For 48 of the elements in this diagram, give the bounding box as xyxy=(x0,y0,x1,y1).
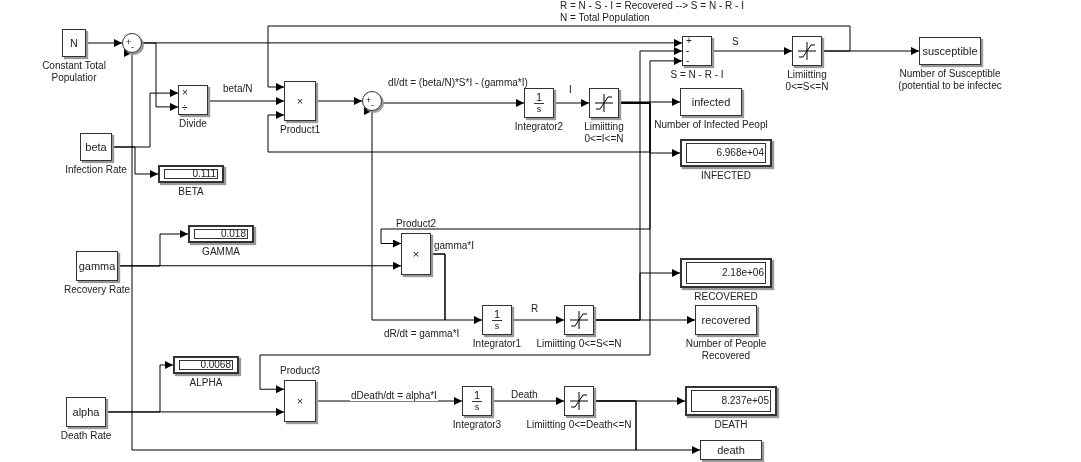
signal-line xyxy=(85,39,123,47)
display-value: 6.968e+04 xyxy=(686,143,766,163)
block-caption: Number of Infected Peopl xyxy=(654,119,768,131)
display-value: 2.18e+06 xyxy=(686,262,766,284)
block-caption: Number of People Recovered xyxy=(684,338,768,362)
block-caption: Constant Total Populatior xyxy=(41,60,107,84)
block-caption: Death Rate xyxy=(60,430,112,442)
block-text: recovered xyxy=(700,313,752,328)
sign-text: - xyxy=(686,56,690,66)
simulink-block xyxy=(66,397,106,427)
display-value: 8.237e+05 xyxy=(691,390,771,412)
simulink-block xyxy=(76,251,118,281)
simulink-block xyxy=(695,305,757,335)
sum-block xyxy=(122,33,142,53)
display-block xyxy=(680,139,772,167)
block-text: alpha xyxy=(71,405,101,420)
block-caption: INFECTED xyxy=(701,170,751,182)
signal-line xyxy=(821,47,920,55)
block-text: infected xyxy=(690,95,732,110)
annotation-text: R = N - S - I = Recovered --> S = N - R - I xyxy=(560,0,744,11)
block-caption: DEATH xyxy=(714,419,748,431)
display-block xyxy=(685,386,777,416)
block-caption: S = N - R - I xyxy=(670,69,724,81)
signal-line xyxy=(141,38,683,47)
annotation-text: N = Total Population xyxy=(560,12,650,23)
simulink-block xyxy=(62,29,86,57)
block-text: susceptible xyxy=(921,44,979,59)
signal-label: S xyxy=(731,36,740,47)
block-caption: Limiitting 0<=S<=N xyxy=(784,69,830,93)
block-caption: Recovery Rate xyxy=(63,284,131,296)
block-text: gamma xyxy=(77,259,117,274)
block-text: beta xyxy=(84,140,108,155)
block-text: death xyxy=(716,443,746,458)
simulink-block xyxy=(919,37,981,65)
sign-text: - xyxy=(686,46,690,56)
sign-text: + xyxy=(126,38,132,47)
simulink-block xyxy=(700,440,762,460)
display-block xyxy=(680,258,772,288)
simulink-block xyxy=(680,88,742,116)
block-caption: Infection Rate xyxy=(65,164,127,176)
sign-text: + xyxy=(686,36,692,46)
sign-text: - xyxy=(131,43,134,52)
block-text: N xyxy=(69,36,79,51)
operator-block xyxy=(682,36,712,66)
block-caption: RECOVERED xyxy=(694,291,758,303)
block-caption: Number of Susceptible (potential to be infectec xyxy=(897,68,1003,92)
simulink-block xyxy=(80,133,112,161)
signal-line xyxy=(711,47,793,55)
